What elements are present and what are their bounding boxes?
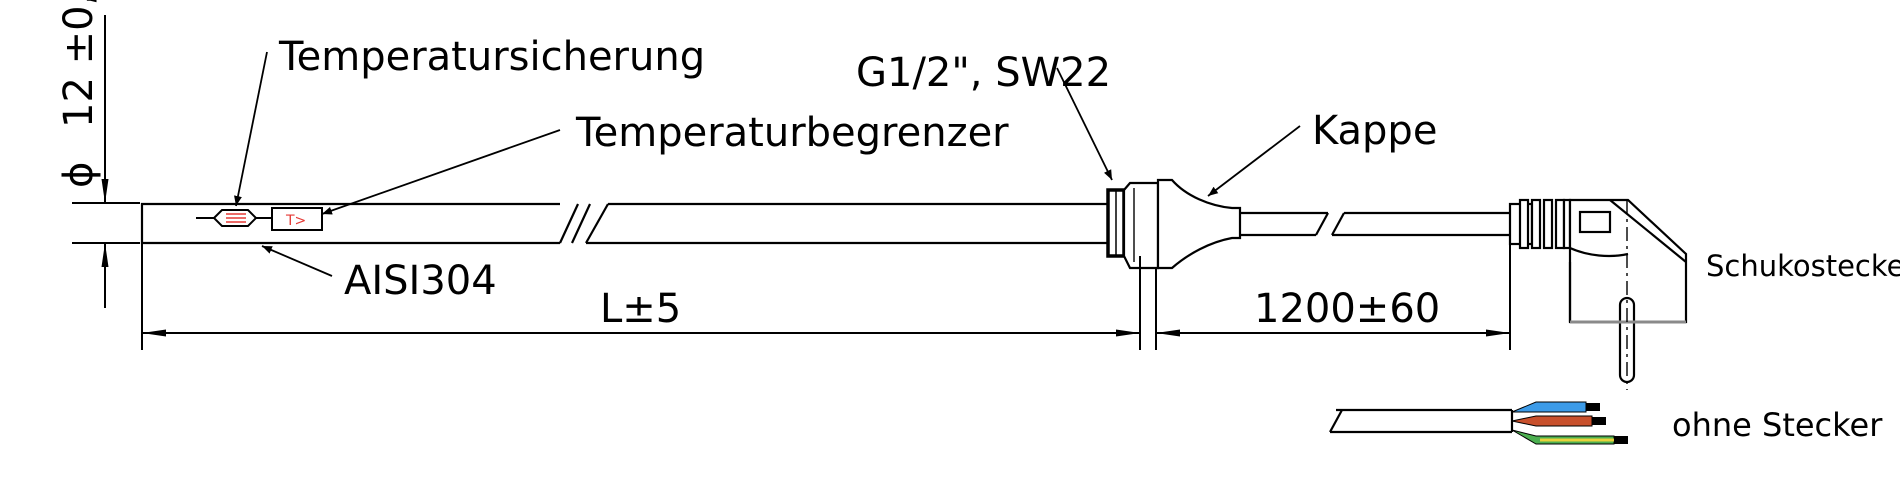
no-plug-label: ohne Stecker [1672,406,1883,444]
cable-without-plug [1329,401,1628,445]
diameter-dimension [72,15,140,308]
cable [1240,211,1510,237]
length-dimension [141,243,1511,350]
diameter-label: 12 ±0,3 [56,0,102,128]
material-label: AISI304 [344,258,497,304]
cable-cap [1156,178,1242,270]
thread-label: G1/2", SW22 [856,50,1111,96]
temperature-limiter-symbol [271,207,323,231]
fitting-nut [1106,181,1160,270]
temperature-limiter-label: Temperaturbegrenzer [575,110,1009,156]
limiter-mark: T> [285,213,306,229]
thermal-fuse-label: Temperatursicherung [278,34,705,80]
leader-lines [234,51,1301,277]
plug-label: Schukostecker [1706,249,1900,283]
thermal-fuse-symbol [196,209,272,227]
length-label: L±5 [600,286,681,332]
cable-length-label: 1200±60 [1254,286,1440,332]
diameter-symbol: ϕ [56,162,102,188]
schuko-plug [1508,198,1688,384]
cap-label: Kappe [1312,108,1437,154]
